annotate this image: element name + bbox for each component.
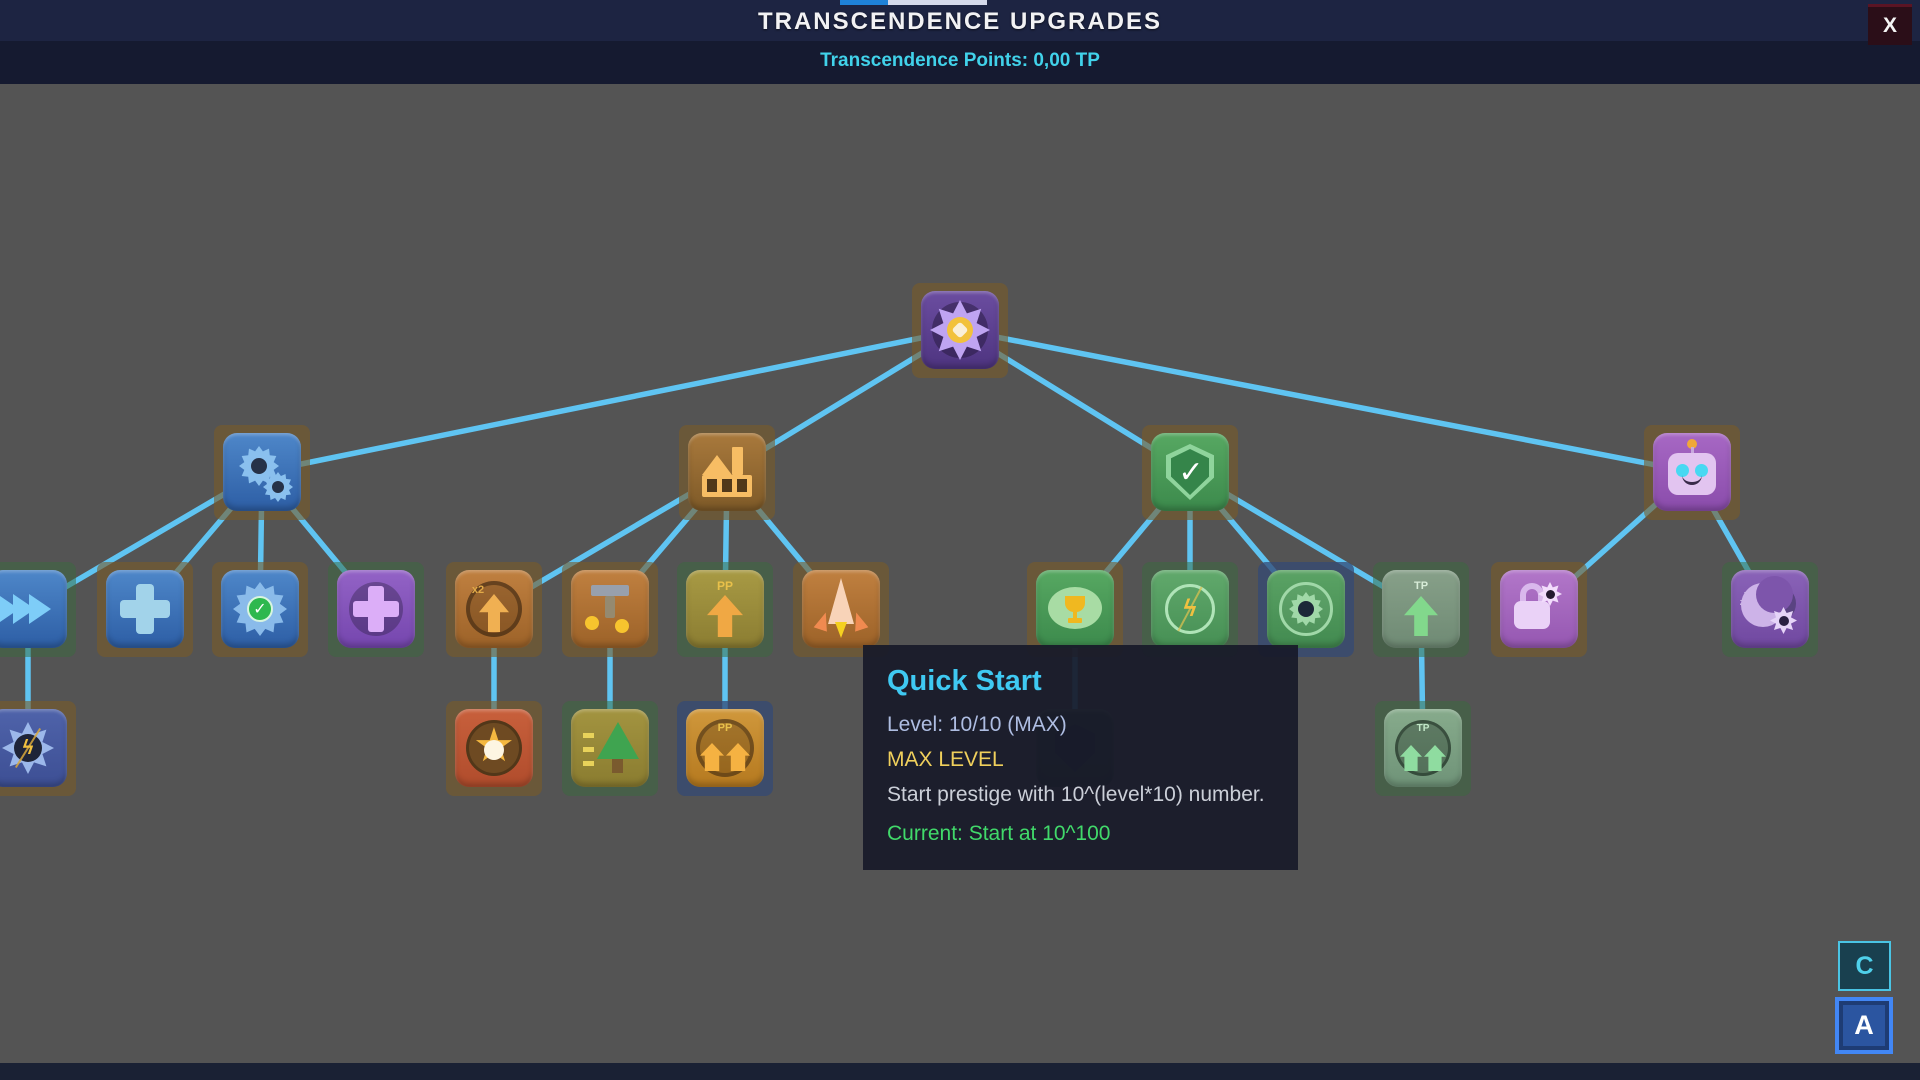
- automation-robot-node[interactable]: [1653, 433, 1731, 511]
- lock-icon: [1500, 570, 1578, 648]
- trophy-icon: [1036, 570, 1114, 648]
- close-button[interactable]: X: [1868, 4, 1912, 45]
- gear-eye-node[interactable]: [1267, 570, 1345, 648]
- trophy-node[interactable]: [1036, 570, 1114, 648]
- plus-circle-icon: [337, 570, 415, 648]
- page-title: TRANSCENDENCE UPGRADES: [757, 8, 1163, 35]
- transcendence-points-label: Transcendence Points: 0,00 TP: [820, 50, 1100, 71]
- gears-icon: [223, 433, 301, 511]
- star5-icon: ★: [455, 709, 533, 787]
- gear-check-node[interactable]: ✓: [221, 570, 299, 648]
- transcendence-core-node[interactable]: [921, 291, 999, 369]
- top-progress-empty: [888, 0, 987, 5]
- fast-forward-node[interactable]: [0, 570, 67, 648]
- tooltip-level: Level: 10/10 (MAX): [887, 713, 1067, 736]
- tooltip-max-level: MAX LEVEL: [887, 748, 1004, 771]
- tp-house-node[interactable]: TP: [1384, 709, 1462, 787]
- blue-plus-node[interactable]: [106, 570, 184, 648]
- tree-icon: [571, 709, 649, 787]
- pp-house-icon: PP: [686, 709, 764, 787]
- upgrade-tooltip: Quick Start Level: 10/10 (MAX) MAX LEVEL…: [863, 645, 1298, 870]
- auto-toggle-button[interactable]: A: [1835, 997, 1893, 1054]
- tooltip-title: Quick Start: [887, 665, 1042, 697]
- star8-burst-icon: [921, 291, 999, 369]
- hammer-node[interactable]: [571, 570, 649, 648]
- protection-branch-node[interactable]: ✓: [1151, 433, 1229, 511]
- sleep-moon-node[interactable]: zz: [1731, 570, 1809, 648]
- unlock-node[interactable]: [1500, 570, 1578, 648]
- robot-icon: [1653, 433, 1731, 511]
- automation-branch-node[interactable]: [223, 433, 301, 511]
- tooltip-description: Start prestige with 10^(level*10) number…: [887, 783, 1265, 806]
- plus-icon: [106, 570, 184, 648]
- lightning-badge-icon: ϟ: [0, 709, 67, 787]
- pp-boost-node[interactable]: PP: [686, 570, 764, 648]
- lightning-badge-node[interactable]: ϟ: [0, 709, 67, 787]
- rocket-node[interactable]: [802, 570, 880, 648]
- growth-tree-node[interactable]: [571, 709, 649, 787]
- fast-forward-icon: [0, 570, 67, 648]
- tp-gain-node[interactable]: TP: [1382, 570, 1460, 648]
- gear-check-icon: ✓: [221, 570, 299, 648]
- purple-plus-node[interactable]: [337, 570, 415, 648]
- bottom-bar: [0, 1063, 1920, 1080]
- title-bar: TRANSCENDENCE UPGRADES: [0, 0, 1920, 41]
- tooltip-current-effect: Current: Start at 10^100: [887, 822, 1111, 845]
- confirm-toggle-button[interactable]: C: [1838, 941, 1891, 991]
- hammer-icon: [571, 570, 649, 648]
- tp-arrow-icon: TP: [1382, 570, 1460, 648]
- top-progress-filled: [840, 0, 888, 5]
- pp-arrow-icon: PP: [686, 570, 764, 648]
- x2-arrow-icon: x2: [455, 570, 533, 648]
- points-bar: Transcendence Points: 0,00 TP: [0, 41, 1920, 84]
- star-medal-node[interactable]: ★: [455, 709, 533, 787]
- gear-eye-icon: [1267, 570, 1345, 648]
- production-branch-node[interactable]: [688, 433, 766, 511]
- moon-icon: zz: [1731, 570, 1809, 648]
- quick-start-node[interactable]: PP: [686, 709, 764, 787]
- shield-check-icon: ✓: [1151, 433, 1229, 511]
- energy-circle-node[interactable]: ϟ: [1151, 570, 1229, 648]
- tp-house-icon: TP: [1384, 709, 1462, 787]
- factory-icon: [688, 433, 766, 511]
- multiplier-node[interactable]: x2: [455, 570, 533, 648]
- lightning-circle-icon: ϟ: [1151, 570, 1229, 648]
- rocket-icon: [802, 570, 880, 648]
